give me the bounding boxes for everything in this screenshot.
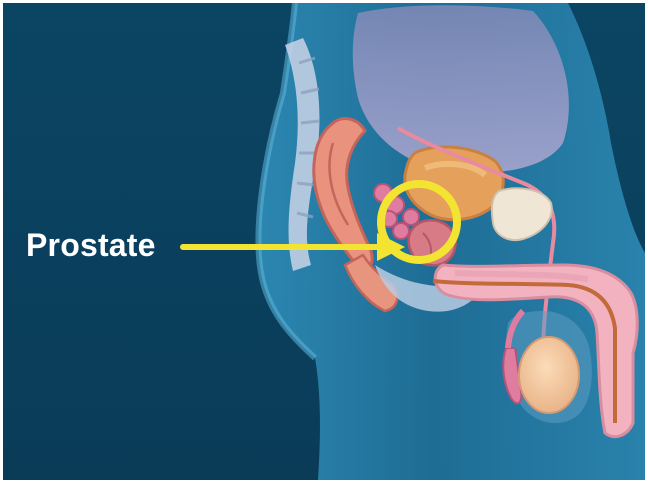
anatomy-panel: Prostate	[3, 3, 645, 480]
testis	[519, 337, 579, 413]
prostate-label: Prostate	[26, 227, 156, 263]
